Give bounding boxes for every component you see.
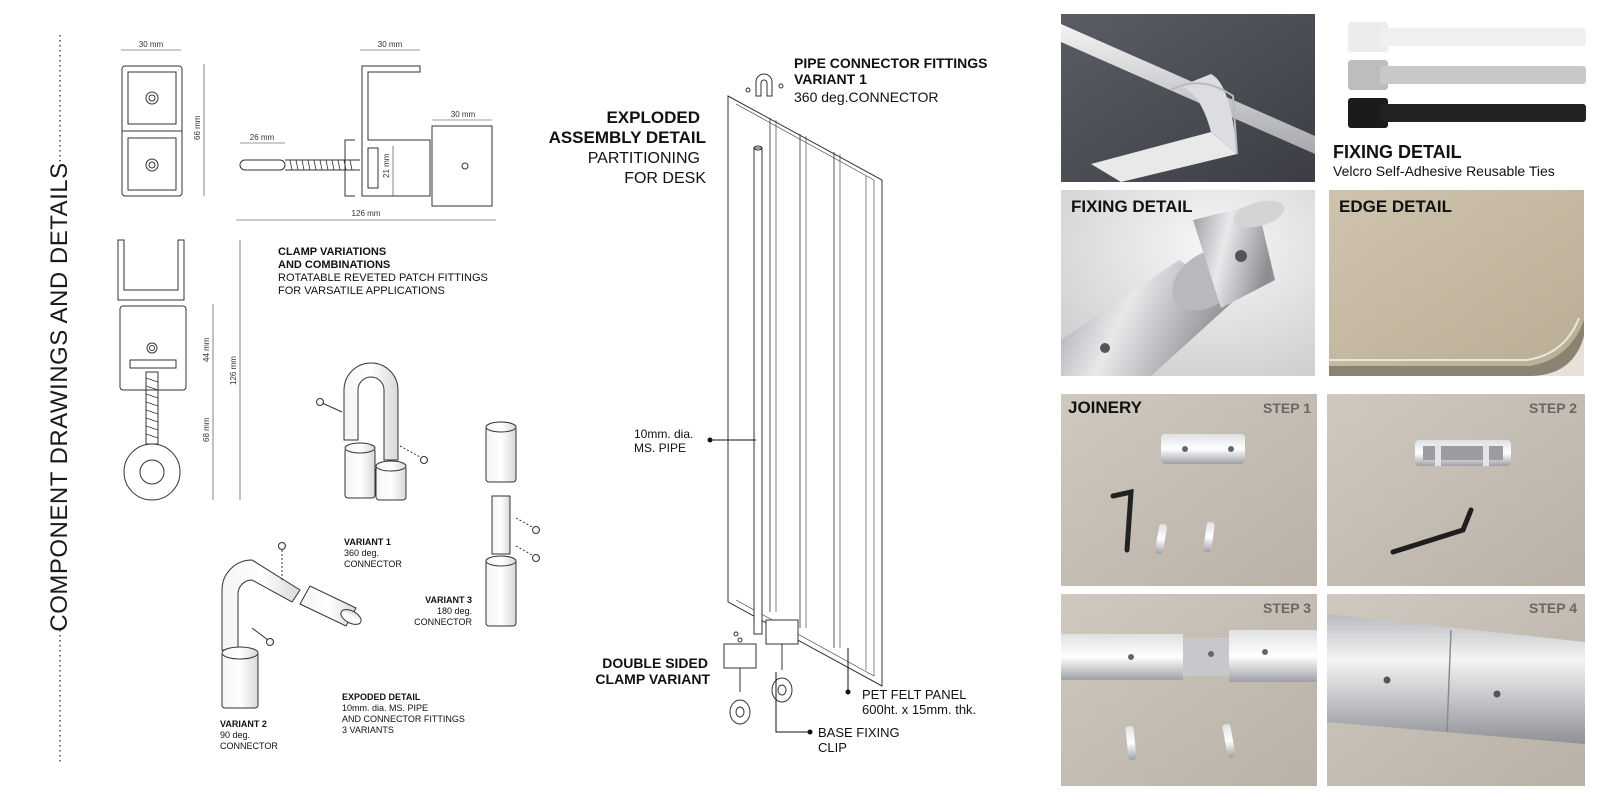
step-1-label: STEP 1 (1263, 400, 1311, 416)
pipe-label-1: 10mm. dia. (634, 427, 693, 441)
dim-vertical-mid: 44 mm (202, 337, 211, 362)
pipe-fitting-label-2: VARIANT 1 (794, 71, 867, 87)
photo-fixing-detail (1061, 190, 1315, 376)
exploded-detail-line2: 10mm. dia. MS. PIPE (342, 703, 428, 713)
panel-label-1: PET FELT PANEL (862, 687, 967, 702)
dim-vertical-total: 126 mm (229, 356, 238, 385)
dim-vertical-low: 68 mm (202, 417, 211, 442)
step-3-label: STEP 3 (1263, 600, 1311, 616)
variant-2-line1: 90 deg. (220, 730, 250, 740)
clamp-variant-label-1: DOUBLE SIDED (602, 655, 708, 671)
dim-side-top: 30 mm (378, 40, 403, 49)
dim-top-height: 66 mm (193, 115, 202, 140)
partition-assembly (723, 73, 883, 725)
leader-lines (707, 437, 851, 735)
velcro-title: FIXING DETAIL (1333, 142, 1462, 162)
pipe-fitting-label-3: 360 deg.CONNECTOR (794, 89, 938, 105)
technical-drawings: 30 mm 66 mm 30 mm 30 mm 26 mm 21 mm 126 … (117, 40, 987, 755)
variant-3-name: VARIANT 3 (425, 595, 472, 605)
variant-3-line1: 180 deg. (437, 606, 472, 616)
velcro-subtitle: Velcro Self-Adhesive Reusable Ties (1333, 163, 1555, 179)
pipe-fitting-label-1: PIPE CONNECTOR FITTINGS (794, 55, 987, 71)
clamp-caption-line4: FOR VARSATILE APPLICATIONS (278, 285, 445, 297)
variant-1-name: VARIANT 1 (344, 537, 391, 547)
exploded-detail-line4: 3 VARIANTS (342, 725, 394, 735)
variant-1-line1: 360 deg. (344, 548, 379, 558)
variant-2-line2: CONNECTOR (220, 741, 278, 751)
clamp-caption-line3: ROTATABLE REVETED PATCH FITTINGS (278, 272, 488, 284)
photo-joinery-step-3 (1061, 594, 1317, 786)
exploded-detail-line1: EXPODED DETAIL (342, 692, 421, 702)
assembly-title-2: ASSEMBLY DETAIL (549, 128, 706, 147)
sheet-title: COMPONENT DRAWINGS AND DETAILS (46, 162, 73, 631)
step-2-label: STEP 2 (1529, 400, 1577, 416)
base-clip-label-2: CLIP (818, 740, 847, 755)
assembly-sub-1: PARTITIONING (588, 150, 700, 167)
clamp-variant-label-2: CLAMP VARIANT (595, 671, 710, 687)
edge-detail-label: EDGE DETAIL (1339, 197, 1453, 216)
dim-mid-height: 21 mm (382, 153, 391, 178)
photo-joinery-step-2 (1327, 394, 1585, 586)
photo-velcro-ties (1330, 14, 1592, 134)
photo-joinery-step-1 (1061, 394, 1317, 586)
clamp-caption-line1: CLAMP VARIATIONS (278, 246, 386, 258)
variant-2-name: VARIANT 2 (220, 719, 267, 729)
connector-variant-1 (316, 362, 428, 501)
clamp-caption-line2: AND COMBINATIONS (278, 259, 390, 271)
panel-label-2: 600ht. x 15mm. thk. (862, 702, 976, 717)
photo-joinery-step-4 (1327, 594, 1585, 786)
dim-top-width: 30 mm (139, 40, 164, 49)
clamp-front-view (121, 49, 205, 197)
assembly-sub-2: FOR DESK (624, 170, 706, 187)
sheet-title-column: COMPONENT DRAWINGS AND DETAILS (30, 20, 90, 780)
variant-1-line2: CONNECTOR (344, 559, 402, 569)
dim-side-right: 30 mm (451, 110, 476, 119)
fixing-detail-label: FIXING DETAIL (1071, 197, 1193, 216)
pipe-label-2: MS. PIPE (634, 441, 686, 455)
step-4-label: STEP 4 (1529, 600, 1577, 616)
variant-3-line2: CONNECTOR (414, 617, 472, 627)
base-clip-label-1: BASE FIXING (818, 725, 900, 740)
clamp-side-view (236, 49, 496, 221)
photo-edge-detail (1329, 190, 1584, 376)
clamp-vertical-combination (117, 239, 241, 501)
connector-variant-3 (485, 421, 540, 627)
exploded-detail-line3: AND CONNECTOR FITTINGS (342, 714, 465, 724)
assembly-title-1: EXPLODED (606, 108, 700, 127)
joinery-label: JOINERY (1068, 398, 1143, 417)
photo-velcro-on-rail (1061, 14, 1315, 182)
dim-overall-width: 126 mm (352, 209, 381, 218)
dim-screw-length: 26 mm (250, 133, 275, 142)
connector-variant-2 (221, 542, 362, 709)
